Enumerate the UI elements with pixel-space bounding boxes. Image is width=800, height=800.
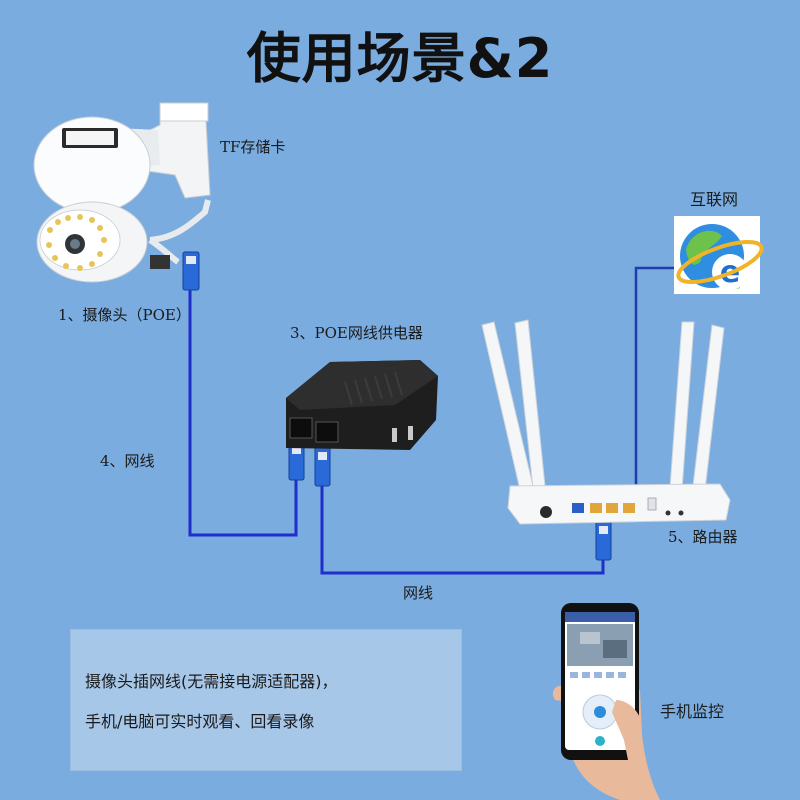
cable-poe-to-router (320, 480, 605, 575)
label-phone-monitor: 手机监控 (660, 702, 725, 721)
phone-in-hand (552, 603, 660, 800)
poe-injector-device (286, 360, 438, 450)
cable-camera-to-poe (188, 290, 298, 537)
rj45-connector-poe-right (314, 445, 331, 487)
internet-line (634, 266, 674, 505)
label-tf-card: TF存储卡 (220, 138, 286, 156)
note-box: 摄像头插网线(无需接电源适配器)， 手机/电脑可实时观看、回看录像 (70, 629, 462, 771)
label-poe-injector: 3、POE网线供电器 (290, 324, 423, 342)
rj45-connector-camera (182, 251, 200, 291)
label-camera: 1、摄像头（POE） (58, 306, 191, 324)
label-internet: 互联网 (690, 190, 739, 209)
page-title: 使用场景&2 (246, 27, 554, 90)
camera-device (33, 102, 211, 283)
rj45-connector-router (595, 519, 612, 561)
internet-explorer-icon: e (674, 216, 764, 294)
note-line-1: 摄像头插网线(无需接电源适配器)， (85, 672, 338, 691)
note-line-2: 手机/电脑可实时观看、回看录像 (85, 712, 315, 731)
label-router: 5、路由器 (668, 528, 738, 546)
label-cable-bottom: 网线 (403, 584, 434, 602)
label-cable-left: 4、网线 (100, 452, 155, 470)
network-cables (188, 290, 605, 575)
router-device (481, 319, 731, 525)
